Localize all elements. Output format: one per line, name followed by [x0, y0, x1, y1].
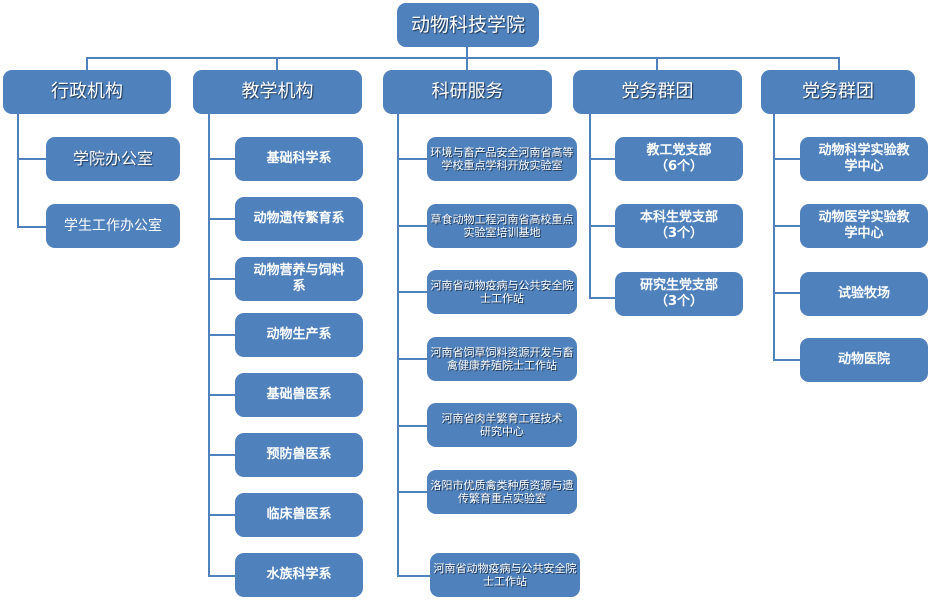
col4-branch [589, 158, 615, 160]
column-header-party: 党务群团 [573, 70, 742, 114]
col4-branch [589, 297, 615, 299]
col5-branch [773, 292, 800, 294]
teaching-node: 动物营养与饲料系 [235, 257, 363, 301]
col5-branch [773, 225, 800, 227]
research-node: 河南省动物疫病与公共安全院士工作站 [427, 270, 577, 314]
research-node: 河南省动物疫病与公共安全院士工作站 [430, 553, 580, 597]
col3-drop [466, 57, 468, 70]
col4-drop [656, 57, 658, 70]
col2-branch [208, 575, 235, 577]
col5-drop [838, 57, 840, 70]
col2-branch [208, 158, 235, 160]
center-node: 动物医学实验教学中心 [800, 204, 928, 248]
col1-branch [17, 158, 46, 160]
col1-drop [86, 57, 88, 70]
col4-spine [589, 113, 591, 299]
column-header-party-2: 党务群团 [761, 70, 915, 114]
admin-node: 学生工作办公室 [46, 204, 180, 248]
col2-branch [208, 334, 235, 336]
col5-spine [773, 113, 775, 361]
col4-branch [589, 225, 615, 227]
admin-node: 学院办公室 [46, 137, 180, 181]
col5-branch [773, 359, 800, 361]
col3-branch [397, 575, 430, 577]
col2-drop [276, 57, 278, 70]
col3-branch [397, 358, 427, 360]
research-node: 环境与畜产品安全河南省高等学校重点学科开放实验室 [427, 137, 577, 181]
party-node: 研究生党支部（3个） [615, 272, 743, 316]
column-header-admin: 行政机构 [3, 70, 171, 114]
col3-branch [397, 425, 427, 427]
center-node: 试验牧场 [800, 272, 928, 316]
root-connector [466, 47, 468, 59]
col2-branch [208, 454, 235, 456]
col5-branch [773, 158, 800, 160]
col3-branch [397, 291, 427, 293]
col2-branch [208, 394, 235, 396]
column-header-teaching: 教学机构 [193, 70, 362, 114]
teaching-node: 水族科学系 [235, 553, 363, 597]
teaching-node: 预防兽医系 [235, 433, 363, 477]
teaching-node: 基础兽医系 [235, 373, 363, 417]
party-node: 教工党支部（6个） [615, 137, 743, 181]
col1-branch [17, 226, 46, 228]
col1-spine [17, 113, 19, 227]
teaching-node: 动物生产系 [235, 313, 363, 357]
col2-branch [208, 278, 235, 280]
col2-branch [208, 514, 235, 516]
col3-branch [397, 491, 427, 493]
teaching-node: 临床兽医系 [235, 493, 363, 537]
research-node: 草食动物工程河南省高校重点实验室培训基地 [427, 204, 577, 248]
center-node: 动物医院 [800, 338, 928, 382]
research-node: 河南省肉羊繁育工程技术研究中心 [427, 403, 577, 447]
top-horizontal-connector [86, 57, 840, 59]
research-node: 洛阳市优质禽类种质资源与遗传繁育重点实验室 [427, 470, 577, 514]
column-header-research: 科研服务 [383, 70, 552, 114]
col3-spine [397, 113, 399, 577]
center-node: 动物科学实验教学中心 [800, 137, 928, 181]
col3-branch [397, 225, 427, 227]
root-node: 动物科技学院 [397, 3, 539, 47]
party-node: 本科生党支部（3个） [615, 204, 743, 248]
teaching-node: 动物遗传繁育系 [235, 197, 363, 241]
research-node: 河南省饲草饲料资源开发与畜禽健康养殖院士工作站 [427, 337, 577, 381]
col2-branch [208, 218, 235, 220]
col3-branch [397, 158, 427, 160]
teaching-node: 基础科学系 [235, 137, 363, 181]
col2-spine [208, 113, 210, 577]
